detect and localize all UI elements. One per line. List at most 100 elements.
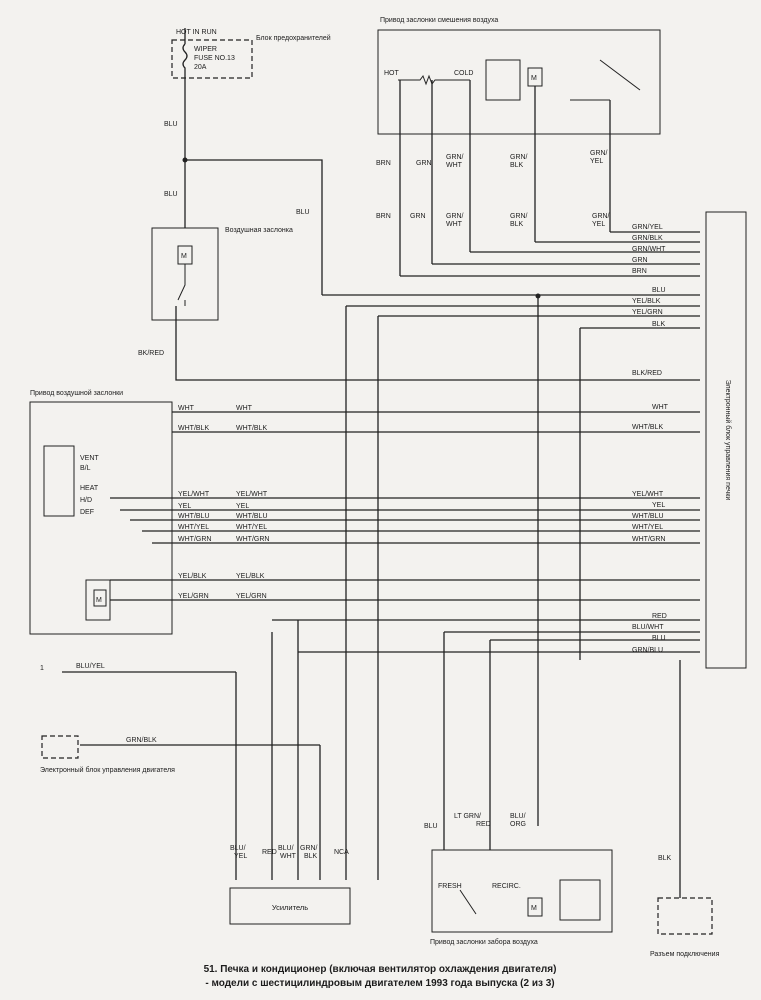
svg-text:RED: RED	[652, 613, 667, 620]
svg-text:GRN/: GRN/	[592, 213, 610, 220]
svg-text:YEL/BLK: YEL/BLK	[632, 298, 661, 305]
svg-text:VENT: VENT	[80, 455, 99, 462]
svg-text:GRN/: GRN/	[446, 154, 464, 161]
wire-label-blk: BLK	[658, 855, 672, 862]
svg-text:WHT/YEL: WHT/YEL	[236, 524, 267, 531]
svg-text:RECIRC.: RECIRC.	[492, 883, 521, 890]
mode-actuator-label: Привод воздушной заслонки	[30, 389, 123, 397]
svg-text:GRN/: GRN/	[300, 845, 318, 852]
svg-text:BLU: BLU	[652, 635, 666, 642]
svg-text:YEL/GRN: YEL/GRN	[178, 593, 209, 600]
svg-text:WHT: WHT	[178, 405, 195, 412]
svg-text:YEL: YEL	[590, 158, 603, 165]
fuse-box: HOT IN RUN WIPER FUSE NO.13 20A Блок пре…	[171, 28, 331, 160]
svg-text:BLU: BLU	[424, 823, 438, 830]
ecu-climate-box: Электронный блок управления печки	[705, 211, 747, 669]
svg-text:RED: RED	[476, 821, 491, 828]
intake-actuator-label: Привод заслонки забора воздуха	[430, 938, 538, 946]
motor-symbol: M	[181, 253, 187, 260]
ecu-lower-labels: RED BLU/WHT BLU GRN/BLU	[632, 613, 667, 654]
ecu-mid-labels: BLU YEL/BLK YEL/GRN BLK	[632, 287, 666, 328]
caption-line-2: - модели с шестицилиндровым двигателем 1…	[205, 978, 554, 989]
mix-top-labels: BRN GRN GRN/WHT GRN/BLK GRN/YEL	[376, 150, 608, 169]
mode-left-labels: WHT WHT/BLK YEL/WHT YEL WHT/BLU WHT/YEL …	[178, 405, 211, 600]
svg-text:GRN/: GRN/	[446, 213, 464, 220]
svg-text:YEL/WHT: YEL/WHT	[632, 491, 664, 498]
svg-text:BRN: BRN	[376, 160, 391, 167]
svg-text:WHT/GRN: WHT/GRN	[236, 536, 269, 543]
svg-text:YEL/BLK: YEL/BLK	[236, 573, 265, 580]
svg-text:BRN: BRN	[632, 268, 647, 275]
svg-text:GRN: GRN	[416, 160, 432, 167]
svg-text:BLU: BLU	[652, 287, 666, 294]
svg-text:GRN: GRN	[410, 213, 426, 220]
fuse-box-label: Блок предохранителей	[256, 34, 331, 42]
svg-text:YEL: YEL	[236, 503, 249, 510]
svg-text:GRN/YEL: GRN/YEL	[632, 224, 663, 231]
svg-text:GRN/: GRN/	[510, 154, 528, 161]
svg-text:WHT/BLK: WHT/BLK	[236, 425, 267, 432]
fuse-number-label: FUSE NO.13	[194, 55, 235, 62]
svg-text:M: M	[531, 905, 537, 912]
mode-right-labels: WHT WHT/BLK YEL/WHT YEL WHT/BLU WHT/YEL …	[632, 404, 669, 543]
wire-blu-to-ecu	[185, 159, 323, 295]
svg-text:GRN/BLK: GRN/BLK	[632, 235, 663, 242]
svg-text:BLK: BLK	[510, 221, 524, 228]
svg-text:WHT/BLU: WHT/BLU	[632, 513, 664, 520]
amplifier-label: Усилитель	[272, 903, 308, 912]
amplifier: Усилитель	[229, 887, 351, 925]
wire-label-bk-red: BK/RED	[138, 350, 164, 357]
svg-text:1: 1	[40, 665, 44, 672]
wire-label-blu-3: BLU	[296, 209, 310, 216]
svg-text:ORG: ORG	[510, 821, 526, 828]
wire-label-blk-red: BLK/RED	[632, 370, 662, 377]
svg-text:BLK: BLK	[652, 321, 666, 328]
svg-text:WHT: WHT	[446, 162, 463, 169]
svg-text:RED: RED	[262, 849, 277, 856]
svg-text:WHT/BLU: WHT/BLU	[236, 513, 268, 520]
svg-text:YEL/GRN: YEL/GRN	[632, 309, 663, 316]
amp-pin-labels: BLU/YEL RED BLU/WHT GRN/BLK NCA	[230, 845, 349, 860]
svg-text:BLU/: BLU/	[230, 845, 246, 852]
svg-text:BLU/WHT: BLU/WHT	[632, 624, 664, 631]
air-damper: Воздушная заслонка M	[151, 227, 293, 321]
svg-text:YEL: YEL	[592, 221, 605, 228]
wire-label-blu-2: BLU	[164, 191, 178, 198]
mode-motor-icon	[93, 589, 107, 607]
caption-line-1: 51. Печка и кондиционер (включая вентиля…	[204, 964, 557, 975]
ecu-top-labels: GRN/YEL GRN/BLK GRN/WHT GRN BRN	[632, 224, 666, 275]
svg-text:FRESH: FRESH	[438, 883, 462, 890]
mix-actuator: Привод заслонки смешения воздуха HOT COL…	[377, 17, 661, 135]
svg-text:GRN/: GRN/	[590, 150, 608, 157]
svg-text:B/L: B/L	[80, 465, 91, 472]
svg-text:WHT/GRN: WHT/GRN	[632, 536, 665, 543]
connector-label: Разъем подключения	[650, 951, 720, 958]
wire-label-blu-yel: BLU/YEL	[76, 663, 105, 670]
wire-label-grn-blk: GRN/BLK	[126, 737, 157, 744]
svg-text:YEL: YEL	[234, 853, 247, 860]
svg-text:GRN/BLU: GRN/BLU	[632, 647, 663, 654]
svg-text:LT GRN/: LT GRN/	[454, 813, 481, 820]
svg-text:YEL/WHT: YEL/WHT	[236, 491, 268, 498]
air-damper-label: Воздушная заслонка	[225, 227, 293, 234]
svg-text:BLU/: BLU/	[510, 813, 526, 820]
fuse-symbol	[182, 28, 188, 160]
svg-text:WHT/GRN: WHT/GRN	[178, 536, 211, 543]
ecu-climate-label: Электронный блок управления печки	[724, 380, 732, 501]
intake-motor-icon	[527, 897, 543, 917]
svg-text:BLK: BLK	[510, 162, 524, 169]
svg-text:GRN/WHT: GRN/WHT	[632, 246, 666, 253]
wire-bk-red	[175, 306, 700, 381]
fuse-wiper-label: WIPER	[194, 46, 217, 53]
svg-text:WHT/BLU: WHT/BLU	[178, 513, 210, 520]
svg-text:M: M	[96, 597, 102, 604]
svg-text:WHT: WHT	[652, 404, 669, 411]
svg-text:WHT/BLK: WHT/BLK	[632, 424, 663, 431]
fuse-hot-label: HOT IN RUN	[176, 29, 217, 36]
svg-text:BLK: BLK	[304, 853, 318, 860]
mix-bottom-labels: BRN GRN GRN/WHT GRN/BLK GRN/YEL	[376, 213, 610, 228]
intake-actuator: Привод заслонки забора воздуха FRESH REC…	[430, 849, 613, 946]
svg-text:WHT/BLK: WHT/BLK	[178, 425, 209, 432]
ecu-engine-label: Электронный блок управления двигателя	[40, 766, 175, 774]
